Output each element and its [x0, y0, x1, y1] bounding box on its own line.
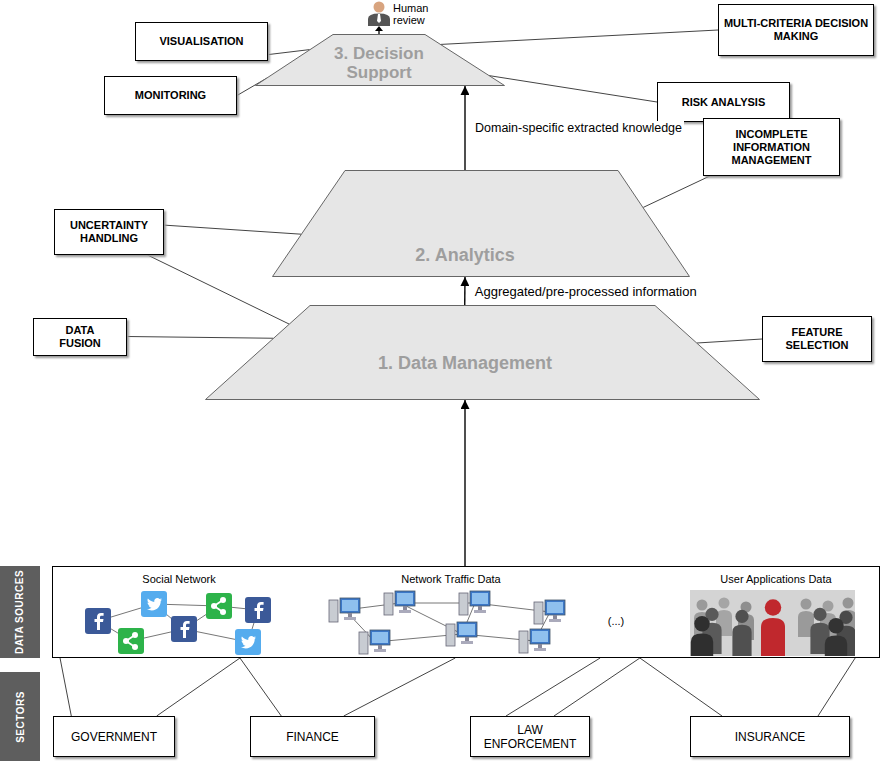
sector-box: GOVERNMENT — [53, 716, 175, 757]
feature-box: UNCERTAINTY HANDLING — [54, 209, 164, 255]
trapezoid-outline — [206, 306, 760, 400]
sector-box: INSURANCE — [690, 716, 850, 757]
connector-arrow — [464, 277, 466, 305]
connector-line — [818, 658, 855, 716]
box-label: UNCERTAINTY HANDLING — [59, 219, 159, 245]
layer-trapezoid: 3. Decision Support — [255, 34, 505, 86]
facebook-icon — [245, 597, 271, 623]
panel-label: Network Traffic Data — [361, 573, 541, 586]
connector-line — [506, 658, 600, 716]
crowd-person — [825, 618, 847, 656]
band-label: SECTORS — [14, 672, 26, 761]
connector-line — [157, 658, 240, 716]
sector-label: GOVERNMENT — [71, 730, 157, 744]
box-label: DATA FUSION — [51, 324, 109, 350]
connector-line — [554, 658, 640, 716]
sector-label: FINANCE — [286, 730, 339, 744]
connector-line — [640, 658, 722, 716]
layer-title: 2. Analytics — [365, 245, 565, 266]
side-band: DATA SOURCES — [0, 566, 40, 658]
crowd-person — [691, 616, 713, 656]
connector-line — [643, 176, 710, 207]
band-label: DATA SOURCES — [14, 566, 26, 658]
edge-label: Aggregated/pre-processed information — [473, 284, 699, 299]
sector-box: LAW ENFORCEMENT — [470, 716, 590, 757]
crowd-photo — [690, 590, 855, 656]
feature-box: INCOMPLETE INFORMATION MANAGEMENT — [703, 118, 840, 176]
feature-box: FEATURE SELECTION — [762, 316, 872, 362]
crowd-person — [732, 610, 751, 656]
feature-box: MONITORING — [104, 76, 237, 115]
feature-box: MULTI-CRITERIA DECISION MAKING — [718, 4, 874, 56]
box-label: MULTI-CRITERIA DECISION MAKING — [723, 17, 869, 43]
feature-box: VISUALISATION — [135, 22, 268, 61]
connector-arrow — [464, 400, 465, 566]
connector-line — [164, 225, 301, 234]
human-icon — [368, 2, 390, 27]
trapezoid-outline — [256, 35, 505, 86]
panel-label: User Applications Data — [691, 573, 861, 586]
connector-line — [240, 658, 281, 716]
reviewer-label: Human review — [393, 2, 439, 26]
box-label: RISK ANALYSIS — [682, 96, 766, 109]
connector-line — [148, 255, 290, 324]
layer-title: 1. Data Management — [335, 353, 595, 374]
box-label: FEATURE SELECTION — [777, 326, 857, 352]
side-band: SECTORS — [0, 672, 40, 761]
share-icon — [118, 628, 144, 654]
feature-box: DATA FUSION — [33, 318, 127, 356]
connector-line — [127, 337, 273, 339]
connector-line — [344, 658, 455, 716]
human-suit — [368, 14, 390, 27]
trapezoid-shape — [205, 305, 760, 400]
connector-line — [697, 339, 762, 343]
computer-icon — [384, 591, 415, 615]
share-icon — [206, 593, 232, 619]
connector-line — [441, 30, 718, 44]
review-arrow-head — [375, 26, 383, 31]
panel-label: (...) — [601, 615, 631, 628]
box-label: VISUALISATION — [159, 35, 243, 48]
computer-icon — [359, 630, 390, 654]
layer-trapezoid: 2. Analytics — [272, 170, 690, 277]
edge-label: Domain-specific extracted knowledge — [473, 121, 684, 135]
box-label: MONITORING — [135, 89, 206, 102]
twitter-icon — [141, 591, 167, 617]
human-shirt — [377, 14, 381, 23]
sector-label: INSURANCE — [735, 730, 806, 744]
data-sources-panel: Social Network Network Traffic Data (...) U… — [52, 566, 880, 658]
sector-box: FINANCE — [250, 716, 375, 757]
sector-label: LAW ENFORCEMENT — [480, 723, 580, 751]
facebook-icon — [85, 608, 111, 634]
layer-trapezoid: 1. Data Management — [205, 305, 760, 400]
box-label: INCOMPLETE INFORMATION MANAGEMENT — [708, 128, 835, 167]
computer-icon — [519, 629, 550, 653]
panel-label: Social Network — [99, 573, 259, 586]
connector-arrow — [464, 86, 465, 170]
connector-line — [489, 76, 657, 102]
computer-icon — [329, 598, 360, 622]
computer-icon — [459, 591, 490, 615]
layer-title: 3. Decision Support — [314, 44, 444, 82]
human-head — [374, 2, 385, 13]
connector-line — [60, 658, 71, 716]
computer-icon — [446, 622, 477, 646]
twitter-icon — [235, 629, 261, 655]
highlighted-person — [761, 599, 785, 656]
feature-box: RISK ANALYSIS — [657, 82, 790, 122]
facebook-icon — [171, 616, 197, 642]
computer-icon — [534, 600, 565, 624]
trapezoid-outline — [273, 171, 690, 277]
